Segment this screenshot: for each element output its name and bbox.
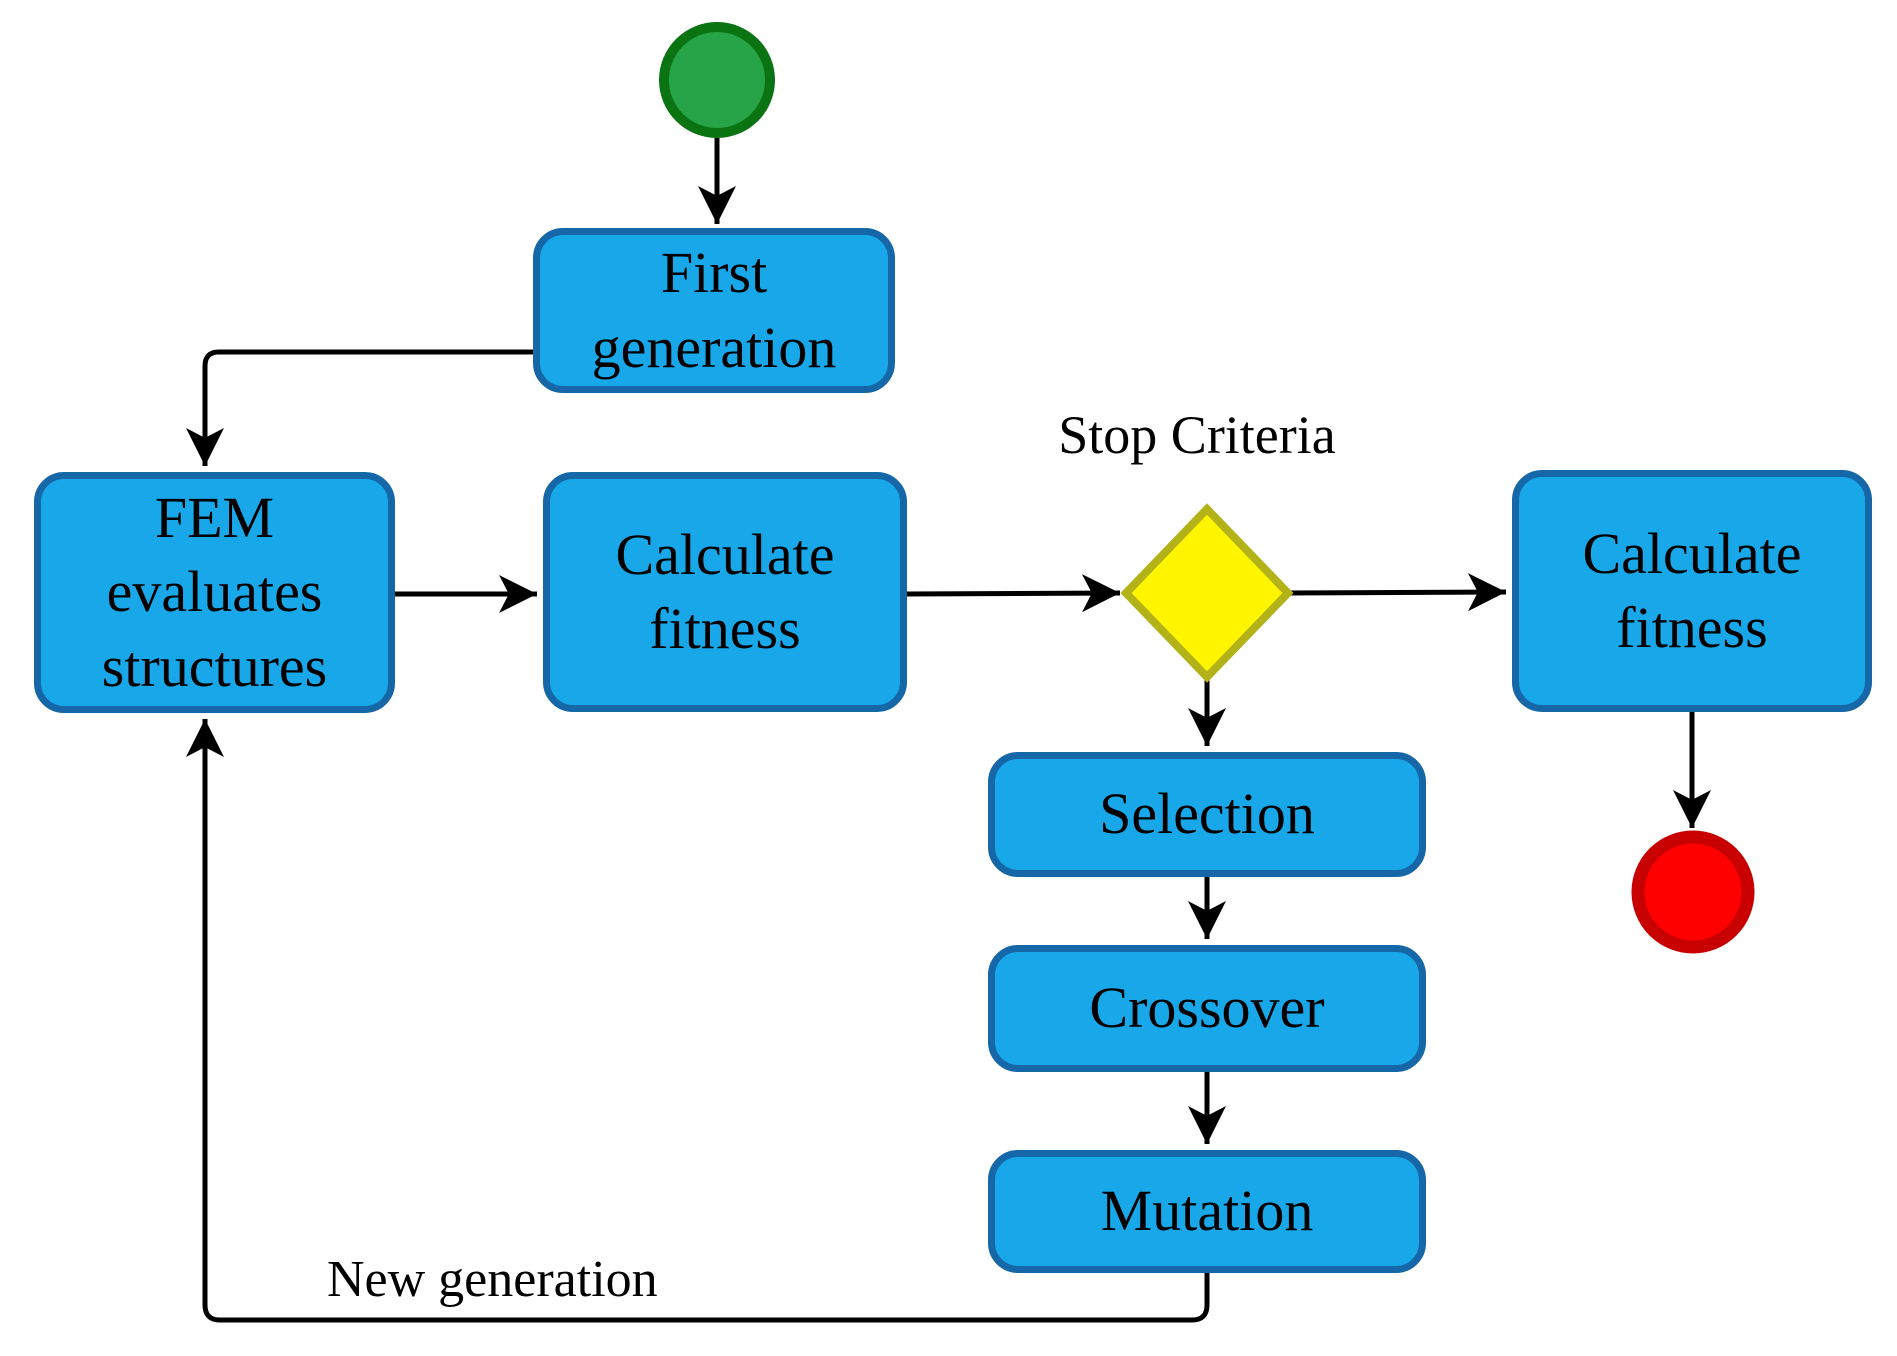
node-label: Mutation: [1100, 1178, 1314, 1244]
start-node-icon: [659, 22, 775, 138]
node-label: First generation: [591, 240, 837, 380]
node-label: FEM evaluates structures: [101, 485, 328, 699]
edge-first-generation-to-fem: [186, 349, 533, 466]
node-label: Calculate fitness: [1582, 520, 1802, 660]
node-calculate-fitness-right: Calculate fitness: [1512, 470, 1872, 712]
edge-stop-criteria-to-calculate-fitness-right: [1287, 573, 1507, 612]
label-stop-criteria: Stop Criteria: [1058, 405, 1336, 465]
decision-stop-criteria-diamond: [1120, 503, 1294, 683]
node-calculate-fitness-left: Calculate fitness: [543, 472, 907, 712]
node-label: Calculate fitness: [615, 521, 835, 661]
node-fem-evaluates-structures: FEM evaluates structures: [34, 472, 395, 713]
node-crossover: Crossover: [988, 945, 1426, 1072]
node-mutation: Mutation: [988, 1150, 1426, 1273]
node-selection: Selection: [988, 752, 1426, 877]
edge-calculate-fitness-to-stop-criteria: [906, 574, 1121, 613]
edge-mutation-to-fem-new-generation: [186, 719, 1210, 1323]
label-new-generation: New generation: [327, 1251, 658, 1308]
node-label: Selection: [1099, 781, 1315, 847]
end-node-icon: [1631, 830, 1755, 954]
node-label: Crossover: [1089, 975, 1325, 1041]
node-first-generation: First generation: [533, 228, 895, 393]
